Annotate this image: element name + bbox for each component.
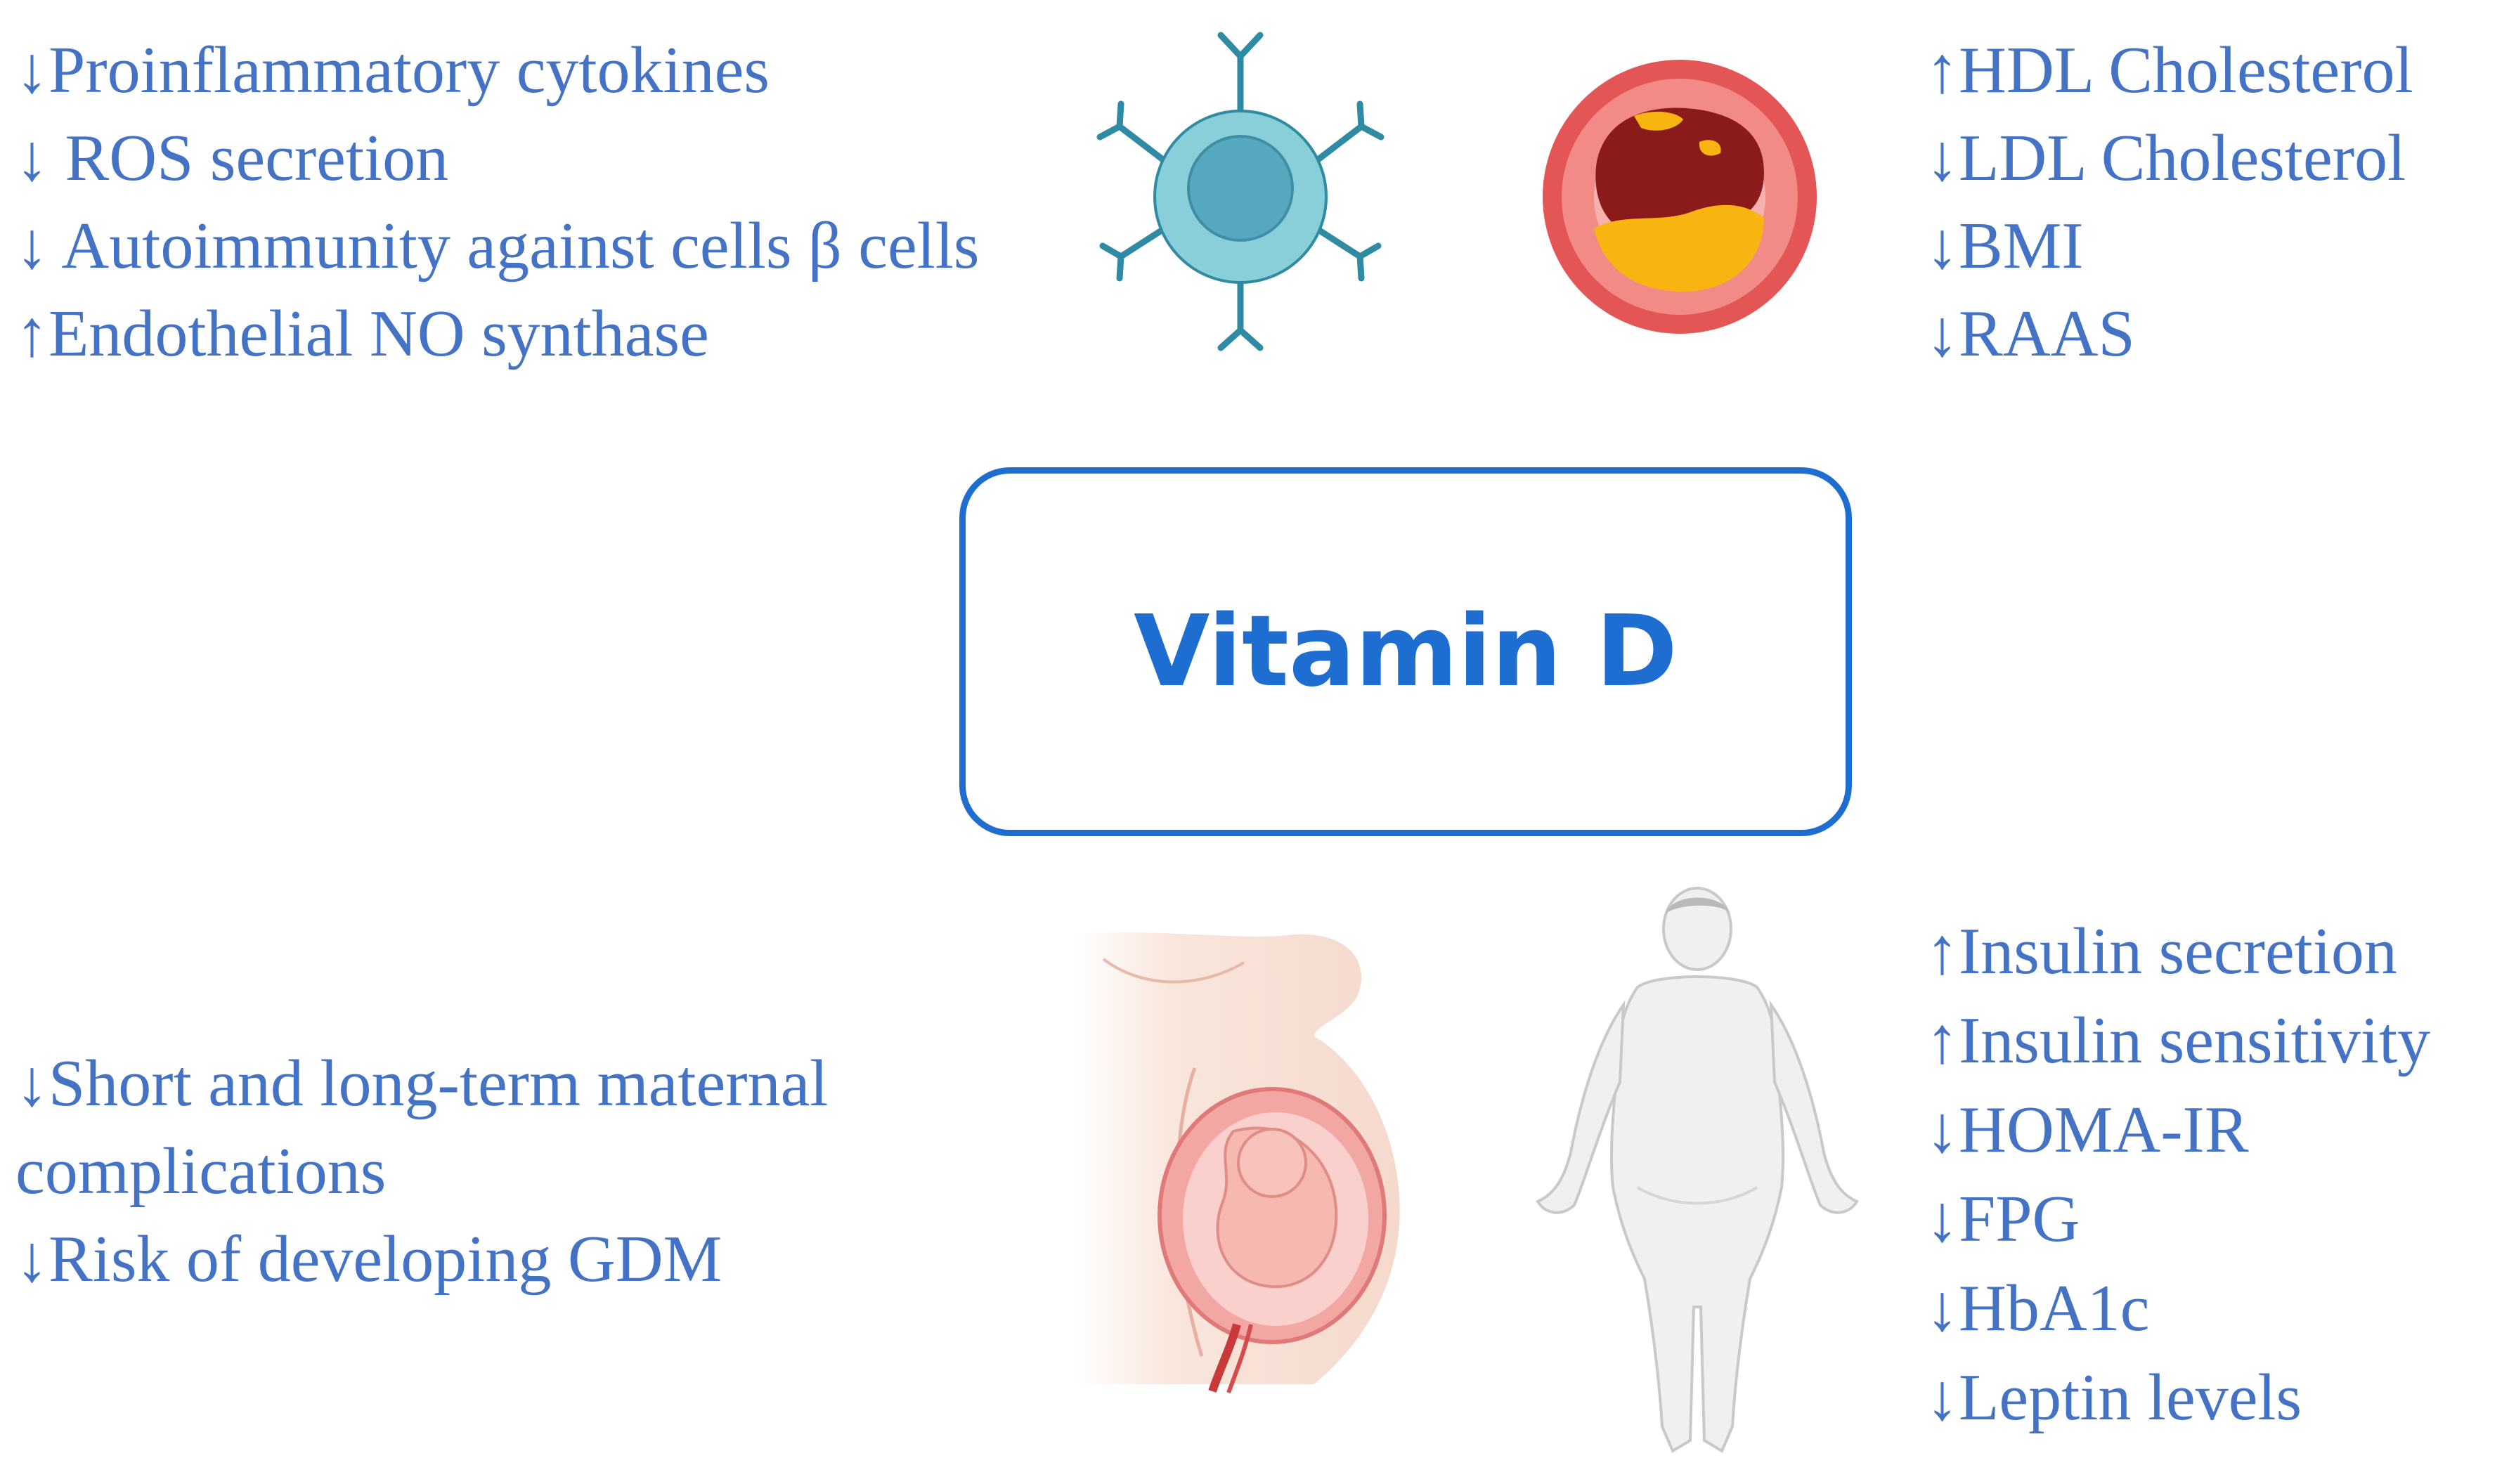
vitamin-d-title: Vitamin D (1134, 594, 1678, 709)
lipid-effect-item: ↓RAAS (1926, 297, 2135, 370)
immune-cell-icon (1096, 32, 1385, 351)
lipid-effect-item: ↑HDL Cholesterol (1926, 34, 2413, 107)
glycemic-effects-list: ↑Insulin secretion ↑Insulin sensitivity … (1926, 908, 2430, 1443)
glycemic-effect-item: ↑Insulin secretion (1926, 915, 2397, 988)
pregnancy-effects-list: ↓Short and long-term maternal complicati… (15, 1040, 828, 1303)
immune-effects-list: ↓Proinflammatory cytokines ↓ ROS secreti… (15, 27, 980, 378)
vitamin-d-box: Vitamin D (959, 467, 1852, 836)
artery-plaque-icon (1543, 60, 1817, 334)
glycemic-effect-item: ↓HbA1c (1926, 1272, 2150, 1345)
immune-effect-item: ↓ ROS secretion (15, 122, 449, 195)
obese-body-icon (1536, 887, 1859, 1453)
immune-effect-item: ↓Proinflammatory cytokines (15, 34, 770, 107)
immune-effect-item: ↑Endothelial NO synthase (15, 297, 709, 370)
glycemic-effect-item: ↑Insulin sensitivity (1926, 1004, 2431, 1077)
pregnancy-effect-item: complications (15, 1135, 387, 1208)
lipid-effect-item: ↓BMI (1926, 209, 2084, 282)
lipid-effects-list: ↑HDL Cholesterol ↓LDL Cholesterol ↓BMI ↓… (1926, 27, 2413, 378)
glycemic-effect-item: ↓HOMA-IR (1926, 1093, 2249, 1166)
immune-effect-item: ↓ Autoimmunity against cells β cells (15, 209, 980, 282)
pregnancy-effect-item: ↓Risk of developing GDM (15, 1223, 722, 1296)
glycemic-effect-item: ↓FPG (1926, 1183, 2080, 1256)
lipid-effect-item: ↓LDL Cholesterol (1926, 122, 2406, 195)
pregnant-abdomen-icon (1075, 932, 1400, 1394)
glycemic-effect-item: ↓Leptin levels (1926, 1361, 2302, 1434)
pregnancy-effect-item: ↓Short and long-term maternal (15, 1047, 829, 1120)
